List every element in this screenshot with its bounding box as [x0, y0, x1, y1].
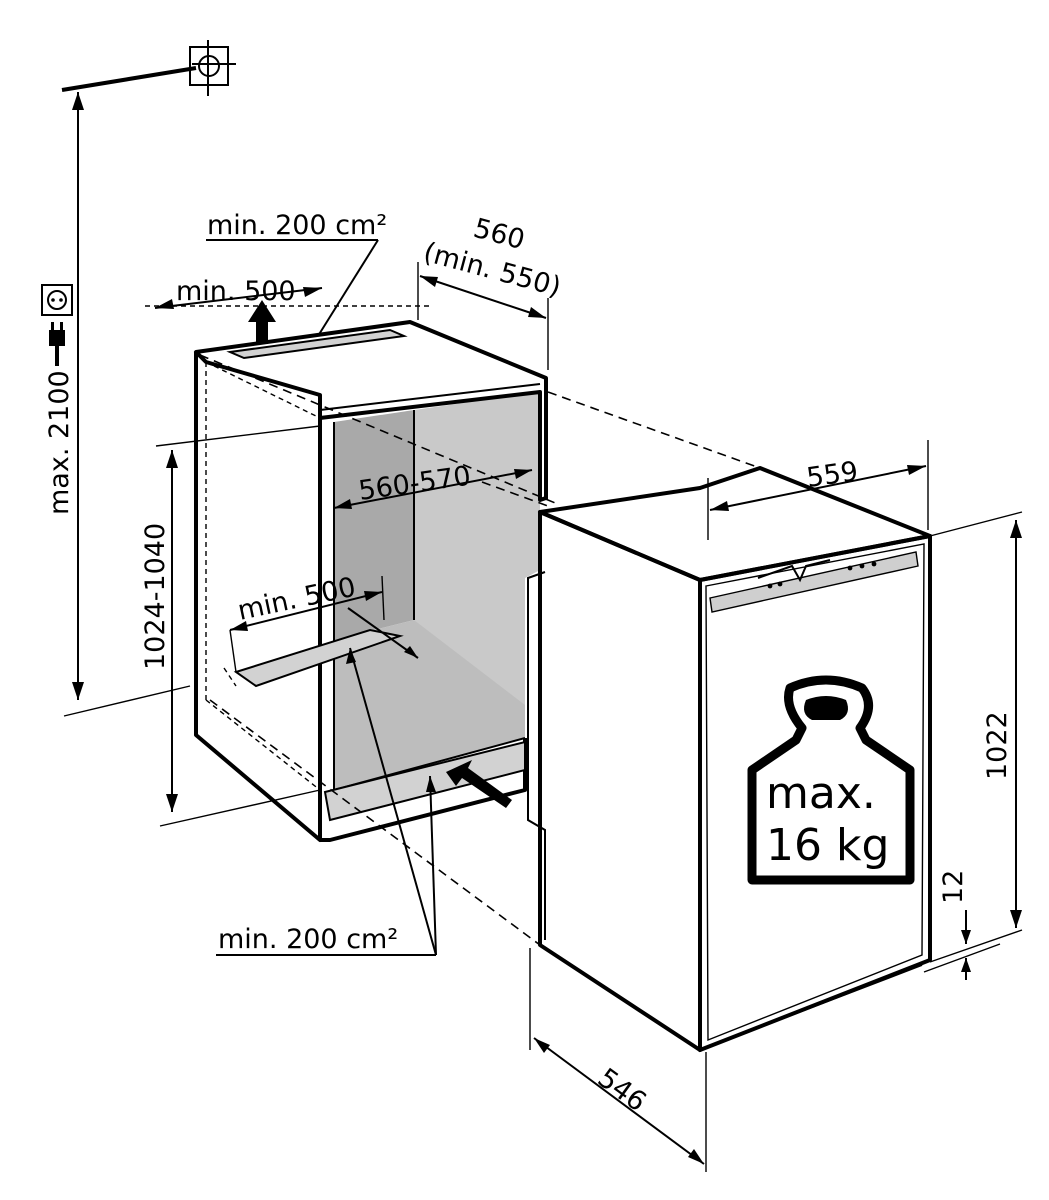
appliance: [527, 466, 932, 1052]
appliance-depth-label: 546: [592, 1063, 652, 1118]
plinth-gap-dimension: 12: [923, 870, 1001, 980]
top-vent-slot: [226, 328, 408, 360]
mains-connection-symbol: [61, 40, 236, 96]
alignment-guides: [199, 354, 761, 946]
niche-left-wall: [334, 410, 414, 640]
plinth-vent-slot: [323, 740, 526, 822]
niche-height-label: 1024-1040: [140, 523, 171, 670]
bottom-vent-area-callout: min. 200 cm²: [216, 647, 437, 956]
top-clearance-dimension: min. 500: [145, 276, 430, 309]
appliance-width-dimension: 559: [707, 440, 929, 540]
top-vent-area-callout: min. 200 cm²: [206, 210, 387, 337]
top-vent-area-label: min. 200 cm²: [207, 210, 387, 241]
appliance-height-label: 1022: [982, 711, 1013, 780]
appliance-height-dimension: 1022: [929, 511, 1023, 963]
floor-vent-slot: [233, 628, 404, 688]
appliance-width-label: 559: [805, 456, 860, 494]
max-height-dimension: max. 2100: [41, 92, 191, 717]
plinth-gap-label: 12: [938, 870, 969, 904]
bottom-vent-area-label: min. 200 cm²: [218, 924, 398, 955]
niche-floor: [334, 620, 525, 790]
niche-cabinet: [194, 320, 548, 842]
max-height-label: max. 2100: [44, 370, 75, 515]
appliance-depth-dimension: 546: [529, 948, 707, 1172]
handle-strip: [709, 551, 919, 613]
appliance-front: [698, 534, 932, 1052]
exhaust-up-arrow-icon: [248, 300, 276, 344]
door-load-line1: max.: [766, 768, 876, 819]
door-load-line2: 16 kg: [766, 820, 889, 871]
plug-icon: [49, 322, 65, 366]
control-panel: [757, 559, 877, 589]
door-load-weight-icon: max. 16 kg: [747, 675, 915, 885]
socket-icon: [41, 284, 73, 316]
niche-width-dimension: 560 (min. 550): [417, 213, 564, 370]
intake-arrow-icon: [446, 760, 512, 808]
top-clearance-label: min. 500: [176, 276, 296, 307]
appliance-side: [538, 510, 702, 1052]
niche-height-dimension: 1024-1040: [140, 425, 321, 827]
